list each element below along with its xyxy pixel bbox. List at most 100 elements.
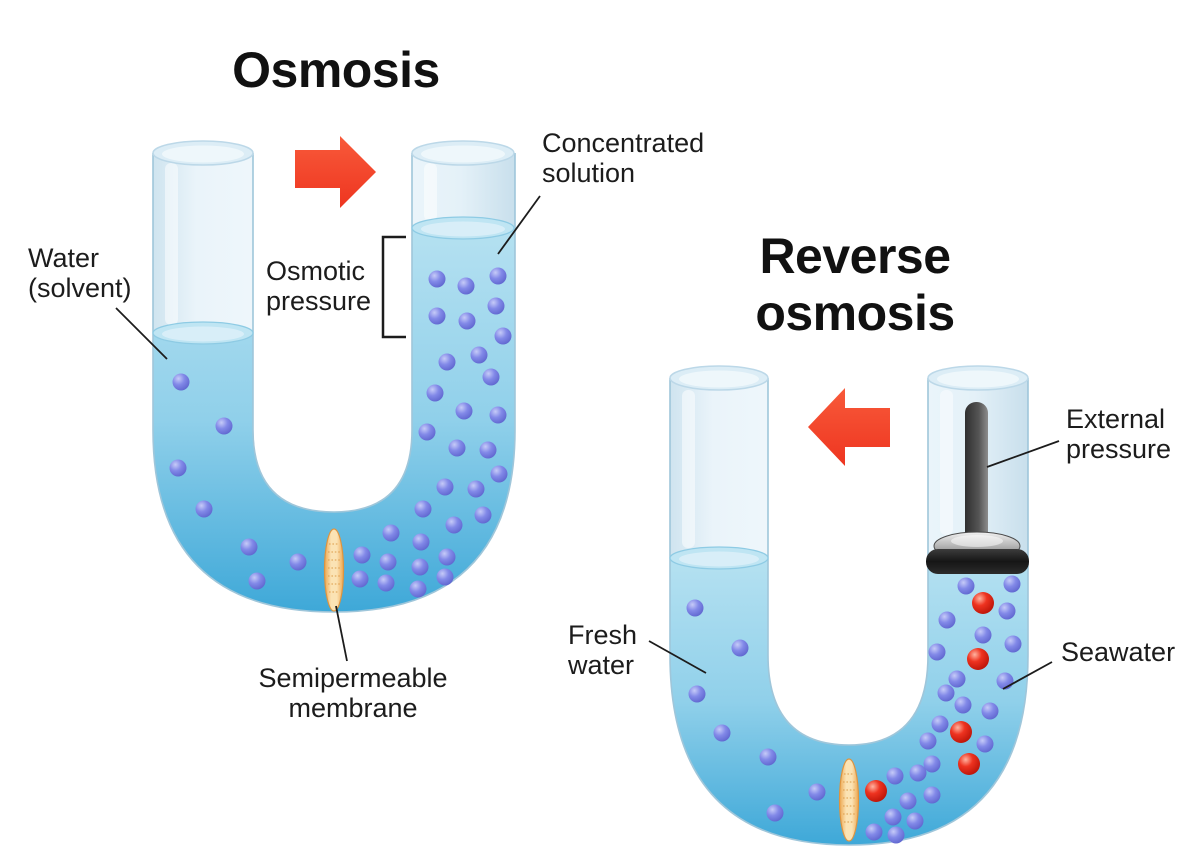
particle: [490, 465, 508, 483]
particle: [887, 826, 905, 844]
osmosis-leader-lines: [115, 195, 541, 662]
particle: [474, 506, 492, 524]
particle: [731, 639, 749, 657]
particle: [412, 533, 430, 551]
membrane-texture: [328, 543, 340, 593]
external-pressure-leader-line: [986, 440, 1060, 468]
fresh-water-label: Fresh water: [568, 620, 638, 680]
water-surface-sheen: [162, 326, 244, 342]
particle: [382, 524, 400, 542]
osmotic-pressure-bracket: [381, 235, 406, 339]
particle: [766, 804, 784, 822]
particle: [884, 808, 902, 826]
particle: [808, 783, 826, 801]
water-solvent-label: Water (solvent): [28, 243, 132, 303]
particle: [923, 786, 941, 804]
particle: [438, 548, 456, 566]
particle: [713, 724, 731, 742]
glass-highlight: [165, 163, 178, 325]
semipermeable-membrane-label: Semipermeable membrane: [258, 663, 448, 723]
glass-highlight: [424, 163, 437, 221]
particle: [428, 307, 446, 325]
particle: [248, 572, 266, 590]
particle: [950, 721, 972, 743]
particle: [957, 577, 975, 595]
membrane-texture: [843, 773, 855, 823]
particle: [240, 538, 258, 556]
reverse-salt-particles: [865, 592, 994, 802]
tube-rim-inner: [679, 370, 759, 388]
osmosis-solute-particles: [351, 267, 512, 598]
piston-dome-highlight: [951, 535, 1003, 547]
particle: [865, 823, 883, 841]
osmotic-pressure-label: Osmotic pressure: [266, 256, 372, 316]
particle: [494, 327, 512, 345]
osmosis-water-particles: [169, 373, 307, 590]
particle: [974, 626, 992, 644]
glass-highlight: [940, 390, 953, 535]
particle: [865, 780, 887, 802]
concentrated-leader-line: [497, 195, 541, 255]
membrane-leader-line: [335, 605, 348, 662]
particle: [928, 643, 946, 661]
particle: [948, 670, 966, 688]
reverse-semipermeable-membrane: [838, 758, 860, 842]
tube-rim-inner: [937, 370, 1019, 388]
particle: [448, 439, 466, 457]
u-tube-liquid: [670, 558, 1028, 845]
tube-rim-inner: [162, 145, 244, 163]
particle: [967, 648, 989, 670]
particle: [411, 558, 429, 576]
particle: [976, 735, 994, 753]
particle: [899, 792, 917, 810]
fresh-water-leader-line: [648, 640, 707, 674]
particle: [414, 500, 432, 518]
particle: [169, 459, 187, 477]
particle: [909, 764, 927, 782]
flow-arrow-right-icon: [295, 136, 376, 208]
osmosis-semipermeable-membrane: [323, 528, 345, 612]
particle: [972, 592, 994, 614]
particle: [489, 406, 507, 424]
particle: [458, 312, 476, 330]
particle: [958, 753, 980, 775]
particle: [353, 546, 371, 564]
particle: [379, 553, 397, 571]
particle: [438, 353, 456, 371]
piston-seal-ring: [926, 549, 1029, 574]
particle: [886, 767, 904, 785]
particle: [351, 570, 369, 588]
particle: [289, 553, 307, 571]
particle: [759, 748, 777, 766]
glass-highlight: [682, 390, 695, 548]
particle: [428, 270, 446, 288]
particle: [938, 611, 956, 629]
particle: [981, 702, 999, 720]
piston: [926, 402, 1029, 574]
particle: [426, 384, 444, 402]
particle: [436, 478, 454, 496]
reverse-fresh-particles: [686, 599, 826, 822]
particle: [455, 402, 473, 420]
particle: [1003, 575, 1021, 593]
particle: [479, 441, 497, 459]
particle: [445, 516, 463, 534]
particle: [919, 732, 937, 750]
external-pressure-label: External pressure: [1066, 404, 1172, 464]
particle: [487, 297, 505, 315]
particle: [1004, 635, 1022, 653]
particle: [172, 373, 190, 391]
seawater-label: Seawater: [1061, 637, 1176, 667]
particle: [470, 346, 488, 364]
particle: [215, 417, 233, 435]
particle: [195, 500, 213, 518]
tube-rim-inner: [421, 145, 505, 163]
particle: [377, 574, 395, 592]
particle: [686, 599, 704, 617]
particle: [489, 267, 507, 285]
seawater-leader-line: [1002, 661, 1053, 690]
particle: [998, 602, 1016, 620]
reverse-leader-lines: [648, 440, 1060, 690]
